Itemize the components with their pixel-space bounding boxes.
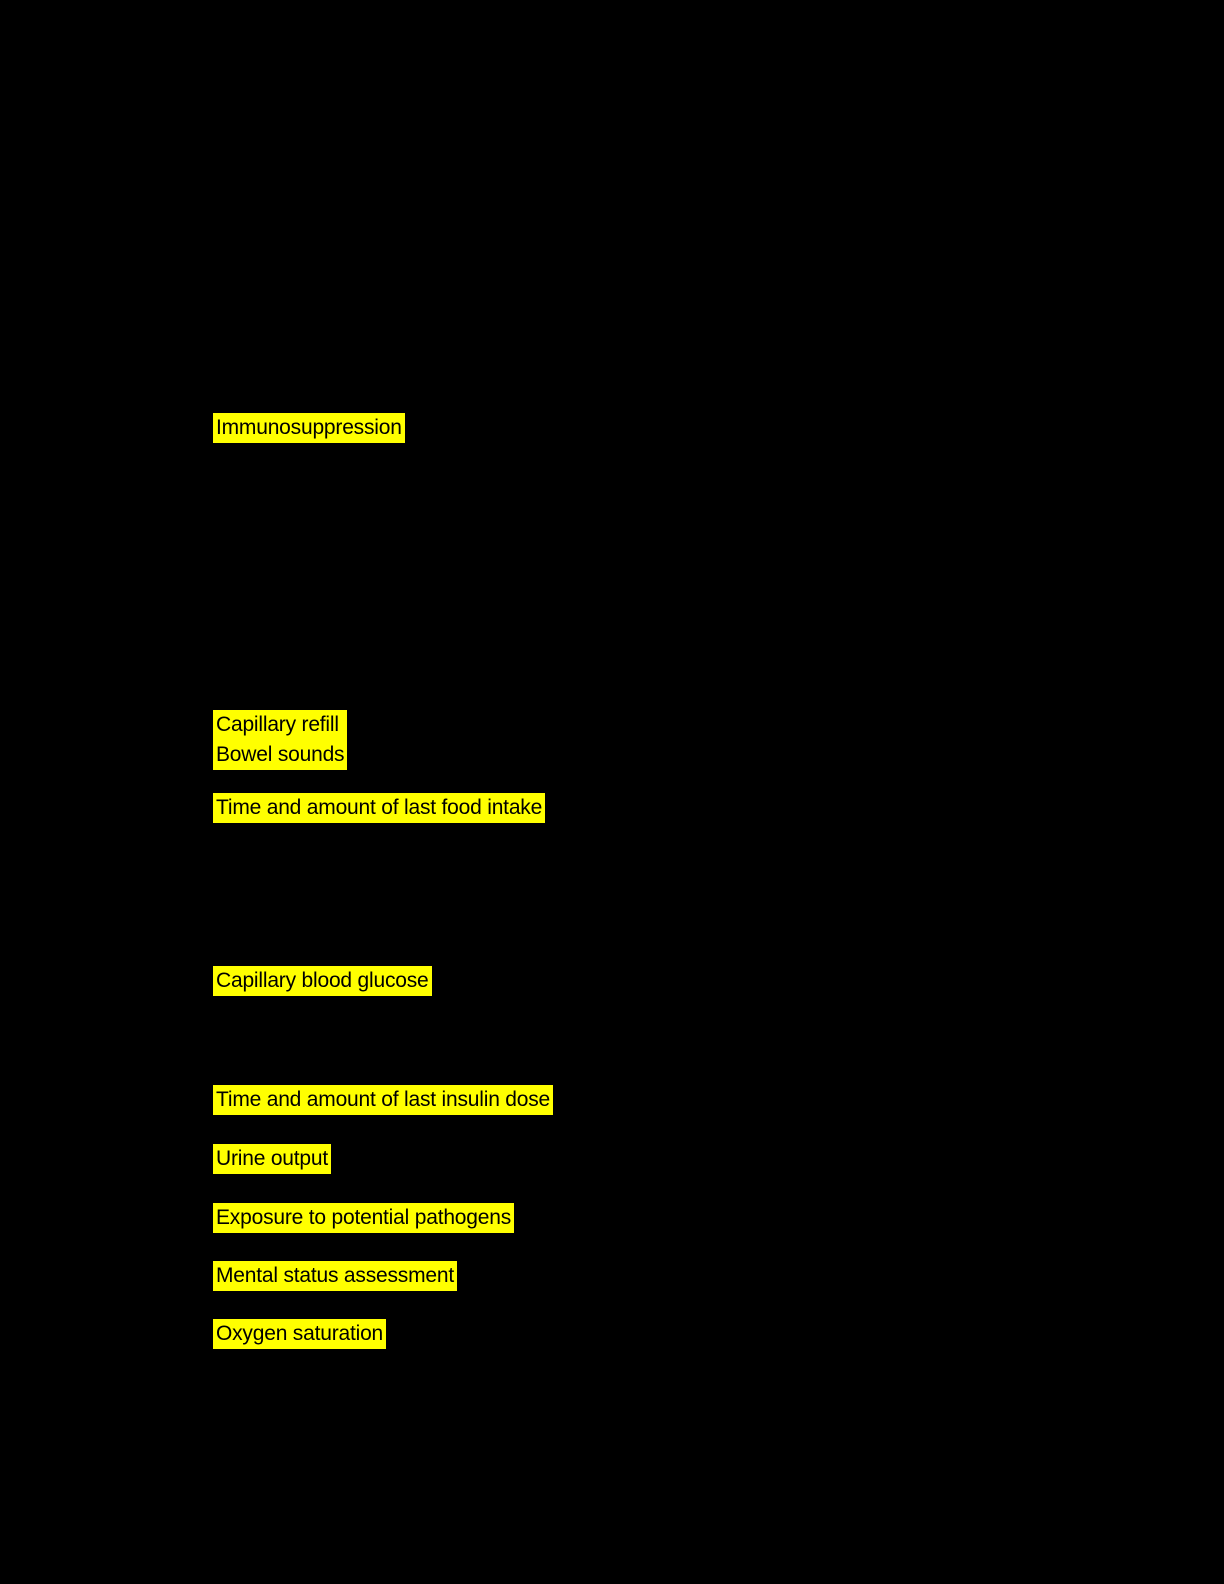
highlighted-text-immunosuppression: Immunosuppression <box>213 413 405 443</box>
highlighted-text-capillary-refill: Capillary refill <box>216 713 339 736</box>
highlighted-text-block-capillary-refill-bowel-sounds: Capillary refill Bowel sounds <box>213 710 348 770</box>
highlighted-text-last-insulin-dose: Time and amount of last insulin dose <box>213 1085 554 1115</box>
highlighted-text-capillary-blood-glucose: Capillary blood glucose <box>213 966 432 996</box>
highlighted-text-urine-output: Urine output <box>213 1144 332 1174</box>
highlighted-text-mental-status-assessment: Mental status assessment <box>213 1261 457 1291</box>
highlighted-text-bowel-sounds: Bowel sounds <box>216 743 345 766</box>
highlighted-text-oxygen-saturation: Oxygen saturation <box>213 1319 387 1349</box>
highlighted-text-exposure-to-pathogens: Exposure to potential pathogens <box>213 1203 515 1233</box>
highlighted-text-last-food-intake: Time and amount of last food intake <box>213 793 546 823</box>
